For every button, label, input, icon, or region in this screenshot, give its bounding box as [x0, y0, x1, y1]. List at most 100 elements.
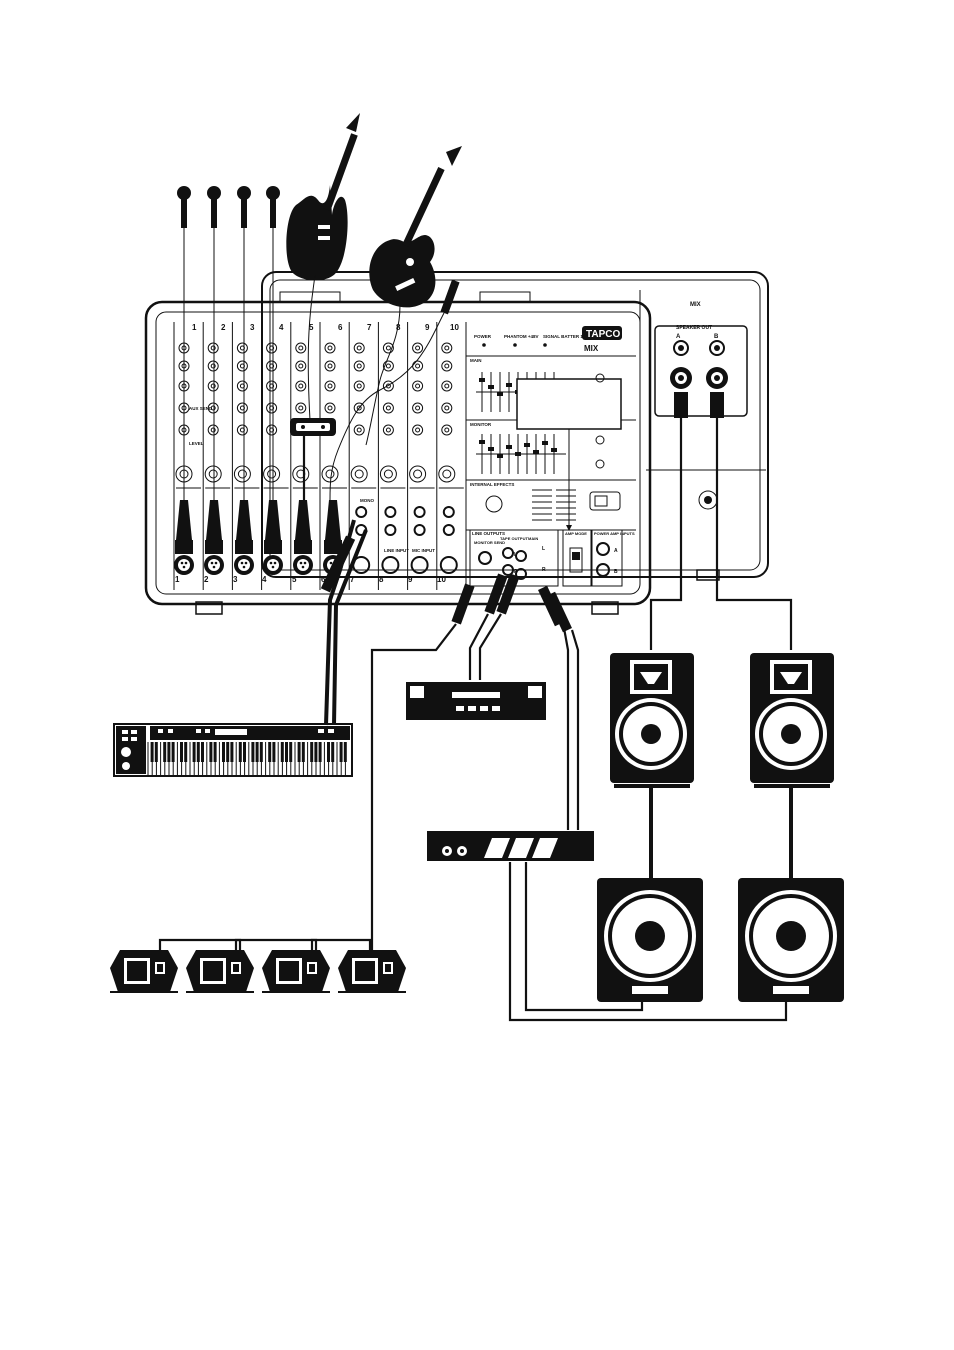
phantom-label: PHANTOM +48V — [504, 334, 539, 339]
channel-number-bottom-7: 7 — [350, 575, 355, 584]
signal-label: SIGNAL BATTER 18V — [543, 334, 588, 339]
channel-knob — [208, 381, 218, 391]
microphone-4 — [266, 186, 280, 500]
channel-number-1: 1 — [192, 323, 197, 332]
channel-knob — [208, 361, 218, 371]
channel-knob — [208, 343, 218, 353]
channel-knob — [413, 403, 423, 413]
channel-knob — [383, 403, 393, 413]
main-speaker-right — [750, 653, 834, 788]
effects-section-label: INTERNAL EFFECTS — [470, 482, 514, 487]
speaker-out-a-jack — [670, 341, 692, 389]
xlr-jack — [382, 557, 398, 573]
channel-number-6: 6 — [338, 323, 343, 332]
channel-knob — [237, 361, 247, 371]
tape-r-label: R — [514, 569, 518, 575]
monitor-graphic-eq — [476, 434, 566, 474]
channel-number-7: 7 — [367, 323, 372, 332]
subwoofer-left — [597, 878, 703, 1002]
mic-input-label: MIC INPUT — [412, 548, 435, 553]
level-knob — [264, 466, 280, 482]
brand-logo: TAPCO — [586, 329, 620, 340]
xlr-jack — [441, 557, 457, 573]
channel-knob — [267, 403, 277, 413]
monitor-wedges — [110, 940, 406, 992]
speaker-out-b-jack — [706, 341, 728, 389]
channel-number-bottom-1: 1 — [175, 575, 180, 584]
channel-knob — [325, 403, 335, 413]
channel-knob — [413, 381, 423, 391]
channel-knob — [325, 381, 335, 391]
channel-knob — [237, 381, 247, 391]
monitor-wedge-2 — [186, 950, 254, 992]
power-label: POWER — [474, 334, 492, 339]
channel-knob — [413, 343, 423, 353]
speaker-out-a-label: A — [676, 334, 681, 340]
channel-knob — [267, 425, 277, 435]
xlr-jack — [412, 557, 428, 573]
level-label: LEVEL — [189, 441, 204, 446]
aux-send-label: AUX SEND — [189, 406, 213, 411]
channel-knob — [267, 381, 277, 391]
monitor-section-label: MONITOR — [470, 422, 492, 427]
channel-knob — [296, 361, 306, 371]
level-knob — [322, 466, 338, 482]
monitor-wedge-3 — [262, 950, 330, 992]
channel-number-4: 4 — [279, 323, 284, 332]
model-label: MIX — [584, 344, 599, 353]
tape-output-label: TAPE OUTPUT — [500, 536, 528, 541]
channel-knob — [325, 343, 335, 353]
monitor-wedge-4 — [338, 950, 406, 992]
channel-number-bottom-4: 4 — [262, 575, 267, 584]
speaker-out-b-label: B — [714, 334, 719, 340]
main-speaker-left — [610, 653, 694, 788]
channel-knob — [237, 343, 247, 353]
keyboard — [114, 724, 352, 776]
speaker-out-label: SPEAKER OUT — [676, 325, 712, 331]
crossover — [427, 831, 594, 861]
level-knob — [234, 466, 250, 482]
level-knob — [205, 466, 221, 482]
channel-knob — [354, 343, 364, 353]
microphone-3 — [237, 186, 251, 500]
main-r-label: R — [542, 567, 546, 573]
mono-label: MONO — [360, 498, 374, 503]
channel-knob — [442, 343, 452, 353]
channel-knob — [267, 361, 277, 371]
xlr-plug-3 — [234, 500, 254, 575]
microphone-2 — [207, 186, 221, 500]
channel-knob — [442, 381, 452, 391]
channel-number-bottom-8: 8 — [379, 575, 384, 584]
tape-recorder — [406, 682, 546, 720]
channel-knob — [237, 425, 247, 435]
channel-number-2: 2 — [221, 323, 226, 332]
channel-number-9: 9 — [425, 323, 430, 332]
channel-knob — [237, 403, 247, 413]
channel-number-3: 3 — [250, 323, 255, 332]
channel-knob — [296, 343, 306, 353]
master-section: POWER PHANTOM +48V SIGNAL BATTER 18V TAP… — [470, 326, 635, 586]
channel-knob — [296, 403, 306, 413]
xlr-plug-1 — [174, 500, 194, 575]
amp-mode-label: AMP MODE — [565, 531, 587, 536]
power-amp-inputs-label: POWER AMP INPUTS — [594, 531, 635, 536]
channel-knob — [413, 425, 423, 435]
channel-knob — [296, 381, 306, 391]
channel-knob — [354, 381, 364, 391]
channel-number-10: 10 — [450, 323, 459, 332]
channel-knob — [354, 361, 364, 371]
amp-in-a-label: A — [614, 548, 618, 554]
level-knob — [410, 466, 426, 482]
level-knob — [380, 466, 396, 482]
channel-knob — [354, 425, 364, 435]
amp-in-b-label: B — [614, 569, 618, 575]
channel-knob — [442, 425, 452, 435]
channel-knob — [383, 381, 393, 391]
xlr-plug-4 — [263, 500, 283, 575]
side-model-label: MIX — [690, 302, 701, 308]
monitor-wedge-1 — [110, 950, 178, 992]
main-section-label: MAIN — [470, 358, 482, 363]
channel-knob — [208, 425, 218, 435]
channel-number-bottom-10: 10 — [437, 575, 446, 584]
